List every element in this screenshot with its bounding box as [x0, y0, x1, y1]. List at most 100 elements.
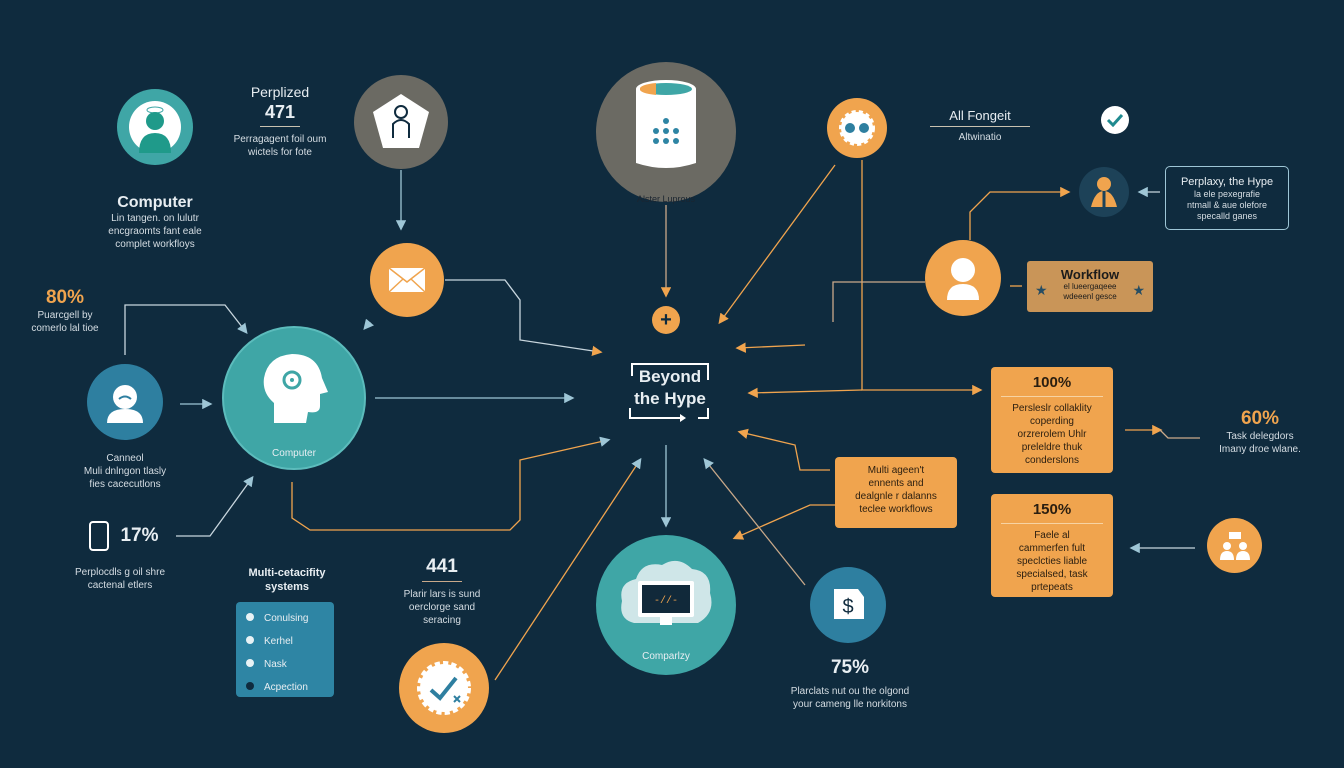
systems-item[interactable]: Kerhel — [246, 630, 334, 653]
person-icon — [1091, 177, 1117, 207]
svg-text:$: $ — [842, 596, 853, 618]
box-line: cammerfen fult — [1018, 543, 1086, 554]
stat-desc: wictels for fote — [248, 147, 312, 158]
check-icon — [1101, 106, 1129, 134]
stat-17-desc: Perplocdls g oil shre cactenal etlers — [50, 566, 190, 592]
phone-icon — [89, 521, 109, 551]
stat-75: 75% Plarclats nut ou the olgond your cam… — [770, 657, 930, 711]
multi-agent-box: Multi ageen't ennents and dealgnle r dal… — [835, 457, 957, 528]
cloud-label: Comparlzy — [642, 651, 690, 662]
computer-section: Computer Lin tangen. on lulutr encgraomt… — [85, 194, 225, 251]
stat-60: 60% Task delegdors Imany droe wlane. — [1200, 408, 1320, 456]
stat-value: 80% — [45, 287, 85, 308]
person-desc: Canneol Muli dnlngon tlasly fies cacecut… — [55, 452, 195, 491]
desc-line: Task delegdors — [1226, 431, 1294, 442]
stat-value: 17% — [120, 525, 159, 546]
box-line: prtepeats — [1031, 582, 1073, 593]
systems-list: Conulsing Kerhel Nask Acpection — [236, 602, 334, 697]
stat-box-150: 150% Faele al cammerfen fult speclcties … — [991, 494, 1113, 597]
robot-circle — [827, 98, 887, 158]
stat-17: 17% — [88, 520, 158, 552]
stat-desc: Perragagent foil oum — [233, 134, 327, 145]
item-label: Conulsing — [264, 613, 309, 624]
label-title: All Fongeit — [949, 108, 1011, 123]
computer-title: Computer — [117, 194, 193, 211]
box-line: dealgnle r dalanns — [855, 491, 937, 502]
plus-icon[interactable]: + — [652, 306, 680, 334]
bullet-icon — [246, 636, 254, 644]
box-line: specialsed, task — [1016, 569, 1088, 580]
info-line: Perplaxy, the Hype — [1180, 176, 1274, 188]
head-circle-label: Computer — [272, 448, 316, 459]
gear-eyes-icon — [839, 110, 875, 146]
head-gear-icon — [263, 354, 328, 423]
agent-circle — [1079, 167, 1129, 217]
desc-line: cactenal etlers — [87, 580, 153, 591]
stat-80: 80% Puarcgell by comerlo lal tioe — [20, 287, 110, 335]
box-line: speclcties liable — [1016, 556, 1088, 567]
stat-desc: comerlo lal tioe — [31, 323, 99, 334]
computer-desc: Lin tangen. on lulutr — [111, 213, 199, 224]
systems-item[interactable]: Nask — [246, 653, 334, 676]
label-subtitle: Altwinatio — [958, 132, 1002, 143]
computer-desc: complet workfloys — [115, 239, 195, 250]
divider — [422, 581, 462, 582]
desc-line: Perplocdls g oil shre — [74, 567, 166, 578]
user-shield-circle — [354, 75, 448, 169]
center-title-line: Beyond — [638, 367, 702, 386]
cloud-monitor-icon: -//- — [621, 560, 712, 625]
bullet-icon — [246, 613, 254, 621]
star-icon: ★ — [1035, 282, 1048, 298]
perplized-stat: Perplized 471 Perragagent foil oum wicte… — [225, 84, 335, 159]
envelope-icon — [388, 267, 426, 293]
desc-line: Muli dnlngon tlasly — [83, 466, 167, 477]
bracket-frame-icon — [629, 363, 709, 422]
info-line: specalld ganes — [1196, 211, 1258, 221]
center-title: Beyond the Hype — [622, 360, 718, 426]
person-icon — [947, 258, 979, 300]
top-right-label: All Fongeit Altwinatio — [930, 108, 1030, 144]
cloud-computer-circle: -//- Comparlzy — [596, 535, 736, 675]
desc-line: your cameng lle norkitons — [793, 699, 907, 710]
box-value: 100% — [1001, 373, 1103, 397]
divider — [930, 126, 1030, 127]
item-label: Kerhel — [264, 636, 293, 647]
stat-value: 75% — [830, 657, 870, 678]
systems-item[interactable]: Acpection — [246, 676, 334, 699]
desc-line: Plarir lars is sund — [403, 589, 481, 600]
workflow-title: Workflow — [1060, 267, 1120, 282]
box-line: orzrerolem Uhlr — [1017, 429, 1087, 440]
desc-line: seracing — [423, 615, 461, 626]
box-value: 150% — [1001, 500, 1103, 524]
item-label: Acpection — [264, 682, 308, 693]
systems-item[interactable]: Conulsing — [246, 607, 334, 630]
info-box: Perplaxy, the Hype la ele pexegrafie ntm… — [1165, 166, 1289, 230]
workflow-line: el lueergaqeee — [1063, 282, 1117, 291]
stat-title: Perplized — [250, 84, 310, 100]
bullet-icon — [246, 659, 254, 667]
stat-value: 60% — [1240, 408, 1280, 429]
desc-line: Plarclats nut ou the olgond — [790, 686, 910, 697]
database-icon — [636, 80, 696, 168]
divider — [260, 126, 300, 127]
database-label: Alster Luprous — [636, 194, 696, 204]
computer-desc: encgraomts fant eale — [108, 226, 202, 237]
head-circle: Computer — [222, 326, 366, 470]
desc-line: Canneol — [106, 453, 144, 464]
team-circle — [1207, 518, 1262, 573]
stat-desc: Puarcgell by — [37, 310, 93, 321]
svg-text:-//-: -//- — [654, 595, 678, 607]
org-chart-icon — [1219, 531, 1250, 560]
box-line: preleldre thuk — [1021, 442, 1083, 453]
desc-line: Imany droe wlane. — [1219, 444, 1301, 455]
gear-check-icon — [417, 661, 471, 715]
settings-circle — [399, 643, 489, 733]
person-circle — [87, 364, 163, 440]
item-label: Nask — [264, 659, 287, 670]
box-line: Persleslr collaklity — [1012, 403, 1092, 414]
info-line: la ele pexegrafie — [1193, 189, 1261, 199]
title-line: Multi-cetacifity — [248, 567, 326, 579]
stat-value: 441 — [426, 556, 458, 577]
desc-line: fies cacecutlons — [89, 479, 161, 490]
